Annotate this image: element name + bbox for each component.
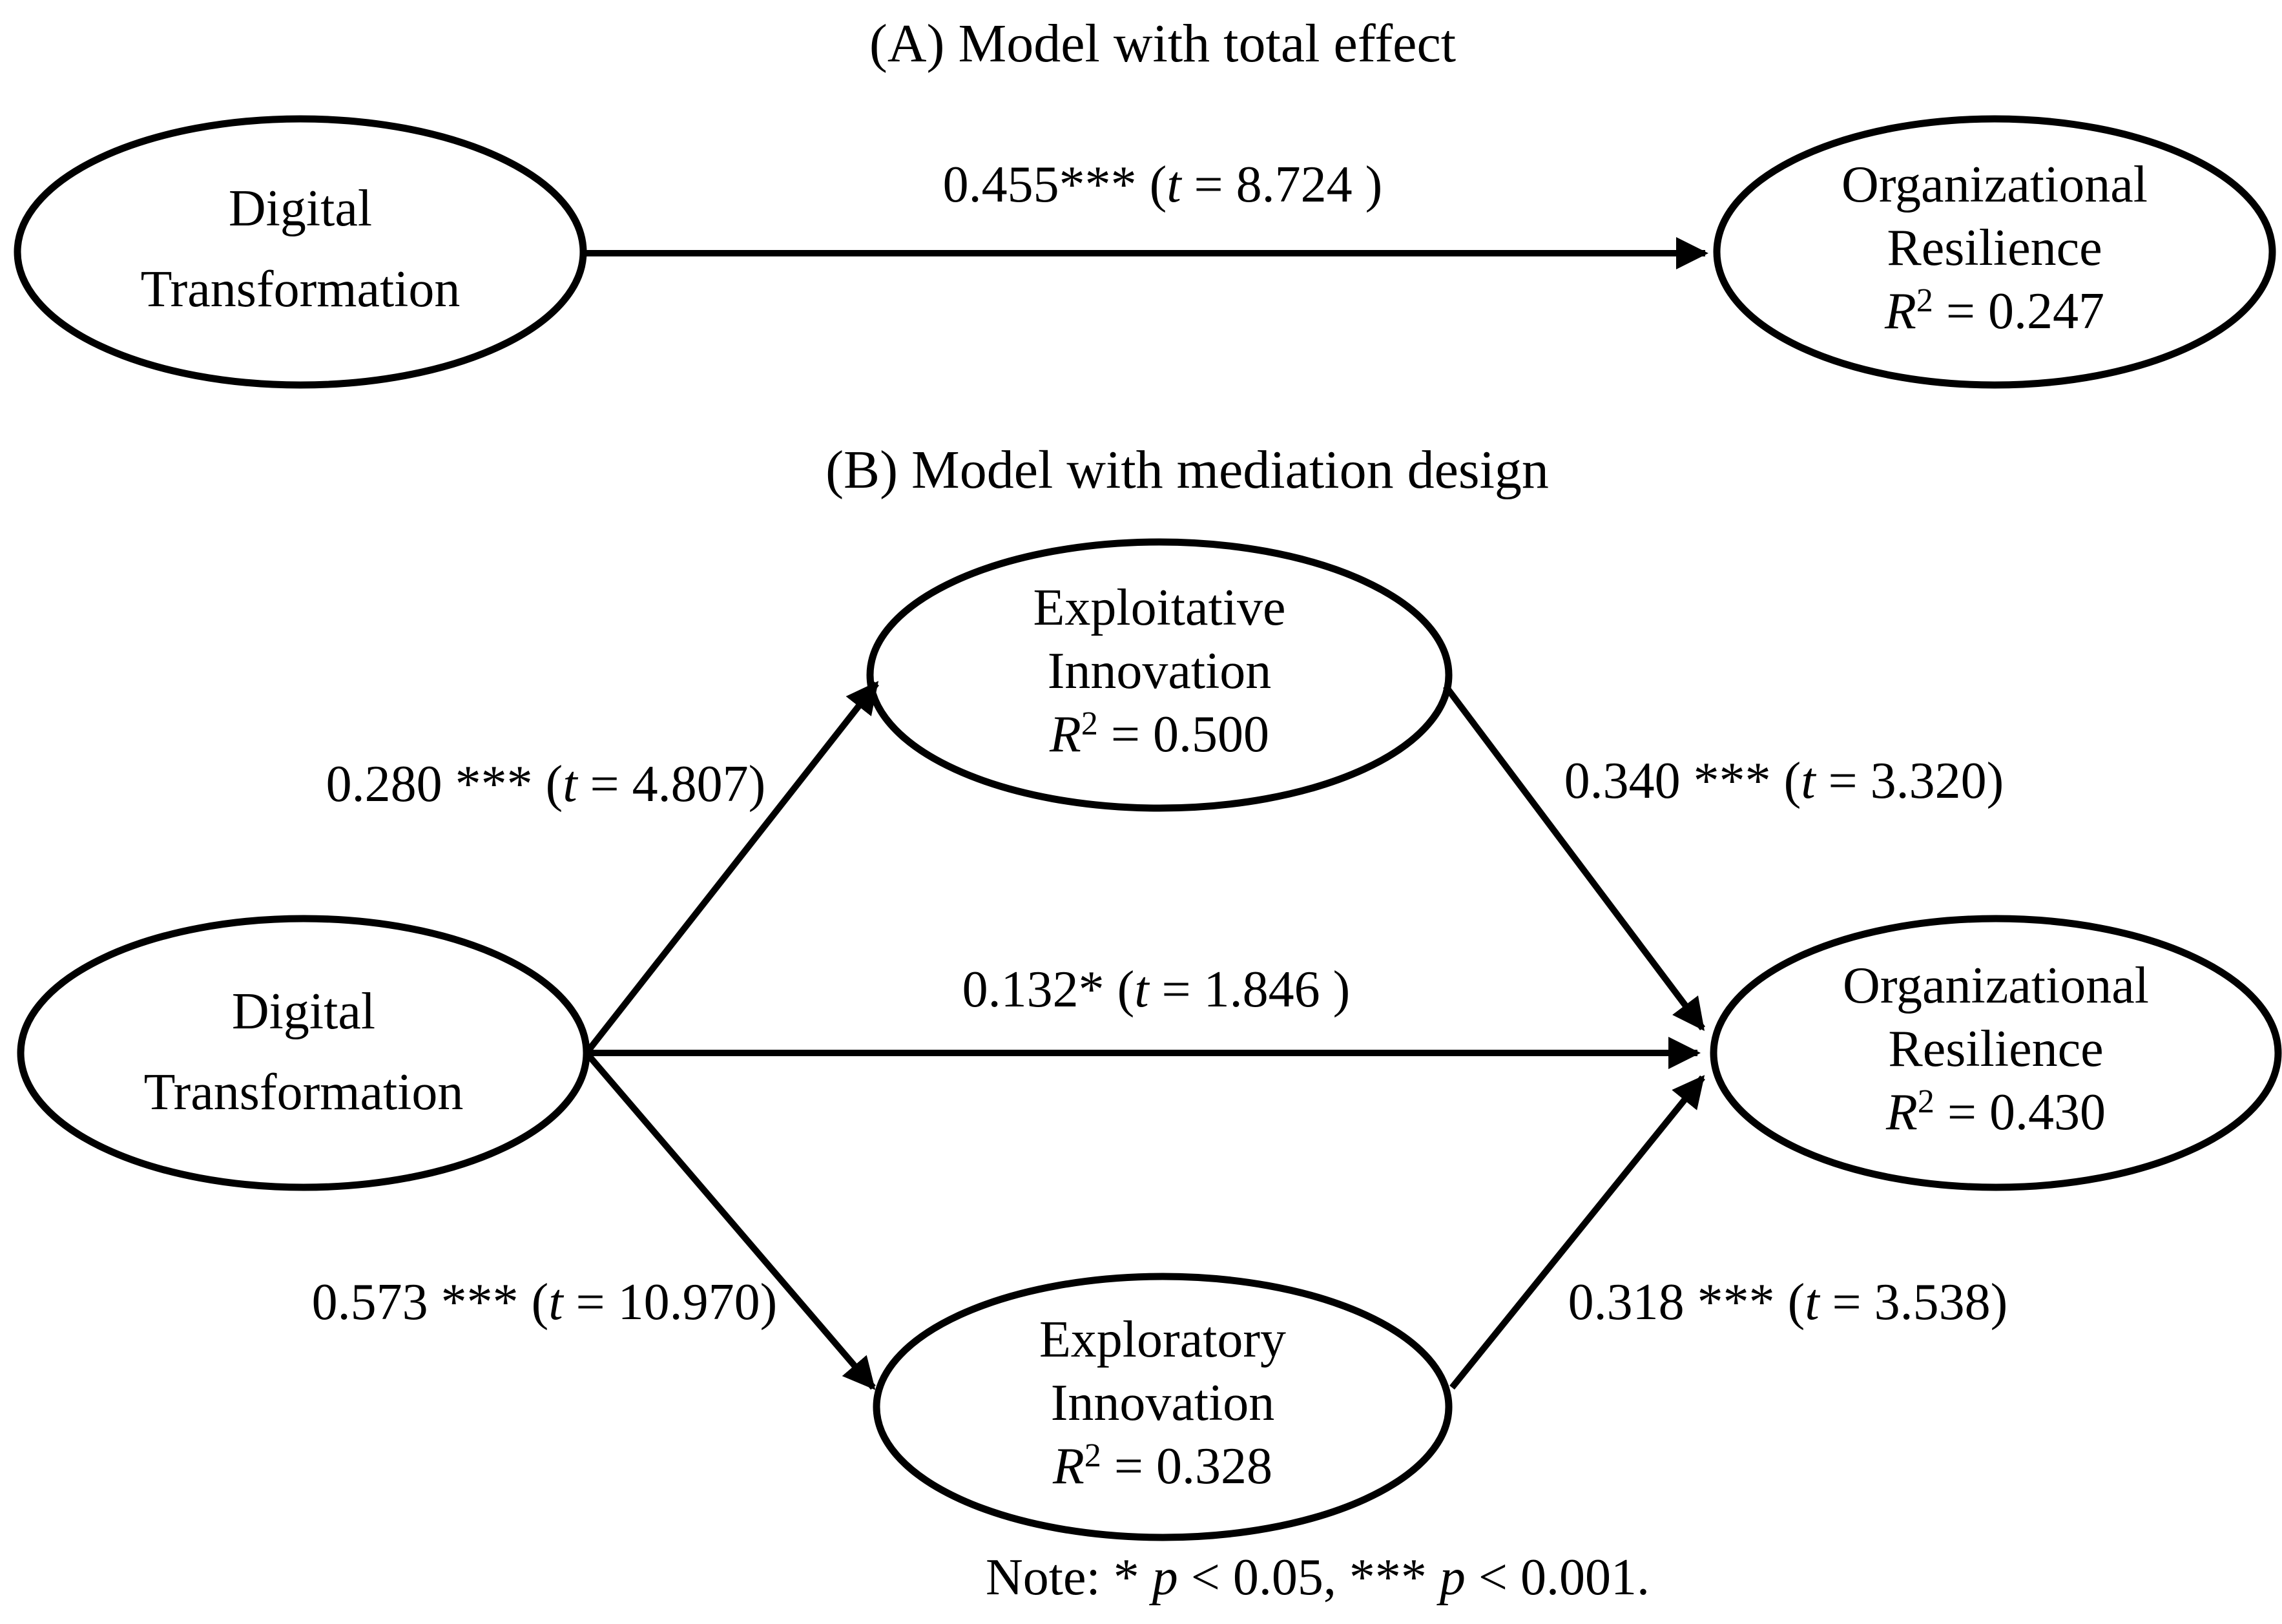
node-a-organizational-resilience-line1: Organizational bbox=[1841, 156, 2148, 213]
panel-a-title: (A) Model with total effect bbox=[869, 14, 1456, 74]
node-a-organizational-resilience-ellipse bbox=[1713, 115, 2276, 389]
significance-note: Note: * p < 0.05, *** p < 0.001. bbox=[986, 1549, 1650, 1606]
node-b-exploratory-innovation-ellipse bbox=[873, 1273, 1453, 1541]
node-b-exploratory-innovation-line1: Exploratory bbox=[1039, 1311, 1286, 1368]
path-b-exploratory-to-or-arrow bbox=[1449, 1075, 1705, 1390]
node-b-exploitative-innovation-line1: Exploitative bbox=[1033, 579, 1285, 636]
node-b-digital-transformation-line1: Digital bbox=[232, 983, 375, 1040]
node-a-organizational-resilience-r2: R2 = 0.247 bbox=[1884, 282, 2104, 340]
path-b-exploratory-to-or-label: 0.318 *** (t = 3.538) bbox=[1568, 1274, 2008, 1331]
path-b-dt-to-exploratory-arrow bbox=[584, 1050, 876, 1390]
node-b-exploitative-innovation-ellipse bbox=[866, 538, 1453, 812]
panel-b: (B) Model with mediation design Exploita… bbox=[17, 440, 2282, 1541]
node-a-digital-transformation: Digital Transformation bbox=[14, 115, 587, 389]
path-b-dt-to-exploitative-label: 0.280 *** (t = 4.807) bbox=[326, 756, 766, 813]
panel-b-title: (B) Model with mediation design bbox=[825, 440, 1549, 500]
node-a-digital-transformation-ellipse bbox=[14, 115, 587, 389]
node-b-organizational-resilience-r2: R2 = 0.430 bbox=[1885, 1083, 2106, 1141]
path-a-total-effect-label: 0.455*** (t = 8.724 ) bbox=[943, 156, 1383, 213]
panel-a: (A) Model with total effect Digital Tran… bbox=[14, 14, 2276, 389]
node-b-exploratory-innovation-r2: R2 = 0.328 bbox=[1052, 1437, 1272, 1495]
node-b-exploratory-innovation-line2: Innovation bbox=[1051, 1375, 1275, 1431]
node-b-exploitative-innovation-line2: Innovation bbox=[1048, 643, 1272, 700]
node-b-digital-transformation: Digital Transformation bbox=[17, 915, 590, 1191]
path-b-dt-to-or-label: 0.132* (t = 1.846 ) bbox=[962, 961, 1351, 1018]
node-b-exploitative-innovation-r2: R2 = 0.500 bbox=[1049, 705, 1269, 763]
node-b-organizational-resilience-line1: Organizational bbox=[1843, 957, 2149, 1014]
node-b-organizational-resilience-ellipse bbox=[1710, 915, 2282, 1191]
node-b-organizational-resilience-line2: Resilience bbox=[1888, 1021, 2103, 1077]
path-b-dt-to-exploitative-arrow bbox=[584, 681, 879, 1056]
node-a-organizational-resilience-line2: Resilience bbox=[1887, 220, 2102, 276]
node-b-digital-transformation-line2: Transformation bbox=[144, 1064, 464, 1121]
node-b-exploratory-innovation: Exploratory Innovation R2 = 0.328 bbox=[873, 1273, 1453, 1541]
path-b-dt-to-exploratory-label: 0.573 *** (t = 10.970) bbox=[312, 1274, 778, 1331]
node-b-digital-transformation-ellipse bbox=[17, 915, 590, 1191]
node-b-exploitative-innovation: Exploitative Innovation R2 = 0.500 bbox=[866, 538, 1453, 812]
node-a-digital-transformation-line1: Digital bbox=[229, 180, 372, 237]
node-a-digital-transformation-line2: Transformation bbox=[141, 261, 461, 318]
path-b-exploitative-to-or-label: 0.340 *** (t = 3.320) bbox=[1564, 753, 2004, 809]
path-b-exploitative-to-or-arrow bbox=[1443, 683, 1705, 1031]
node-a-organizational-resilience: Organizational Resilience R2 = 0.247 bbox=[1713, 115, 2276, 389]
node-b-organizational-resilience: Organizational Resilience R2 = 0.430 bbox=[1710, 915, 2282, 1191]
